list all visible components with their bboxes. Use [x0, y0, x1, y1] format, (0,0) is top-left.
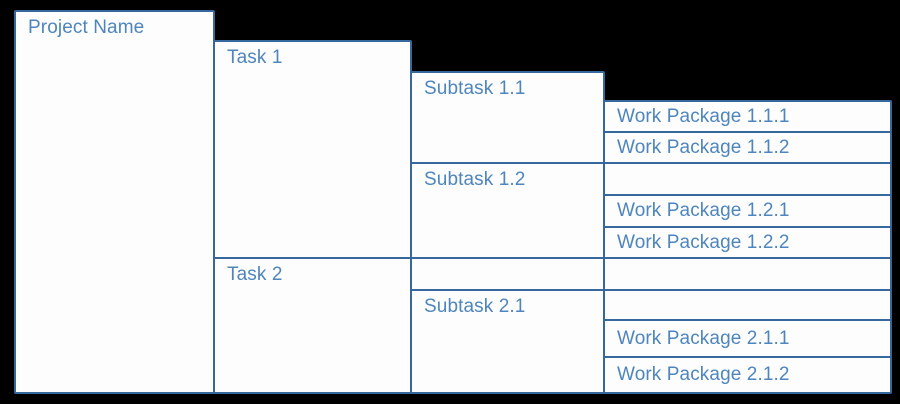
wp-1-2-2-box: Work Package 1.2.2 [603, 226, 892, 259]
subtask-1-1-box: Subtask 1.1 [410, 71, 605, 164]
subtask-1-2-box: Subtask 1.2 [410, 162, 605, 259]
task-2-box-label: Task 2 [227, 264, 283, 285]
wp-1-1-2-box-label: Work Package 1.1.2 [617, 136, 790, 158]
subtask-1-2-box-label: Subtask 1.2 [424, 169, 526, 190]
subtask-2-1-box: Subtask 2.1 [410, 289, 605, 394]
wp-1-2-1-box-label: Work Package 1.2.1 [617, 200, 790, 221]
task-1-box-label: Task 1 [227, 47, 283, 68]
wp-1-2-2-box-label: Work Package 1.2.2 [617, 231, 790, 253]
task-1-box: Task 1 [213, 40, 412, 259]
wp-2-1-2-box: Work Package 2.1.2 [603, 356, 892, 394]
wp-1-2-1-box: Work Package 1.2.1 [603, 194, 892, 228]
empty-cell-task-2-row-subtask-col [410, 257, 605, 291]
wp-1-1-1-box: Work Package 1.1.1 [603, 100, 892, 133]
empty-cell-subtask-1-2-row [603, 162, 892, 196]
project-name-box: Project Name [14, 10, 215, 394]
subtask-1-1-box-label: Subtask 1.1 [424, 78, 526, 99]
project-name-box-label: Project Name [28, 17, 145, 38]
wp-2-1-1-box-label: Work Package 2.1.1 [617, 327, 790, 349]
empty-cell-subtask-2-1-row [603, 289, 892, 321]
wp-2-1-2-box-label: Work Package 2.1.2 [617, 364, 790, 385]
subtask-2-1-box-label: Subtask 2.1 [424, 296, 526, 317]
wp-2-1-1-box: Work Package 2.1.1 [603, 319, 892, 358]
task-2-box: Task 2 [213, 257, 412, 394]
empty-cell-task-2-row-wp-col [603, 257, 892, 291]
wp-1-1-1-box-label: Work Package 1.1.1 [617, 105, 790, 127]
wp-1-1-2-box: Work Package 1.1.2 [603, 131, 892, 164]
